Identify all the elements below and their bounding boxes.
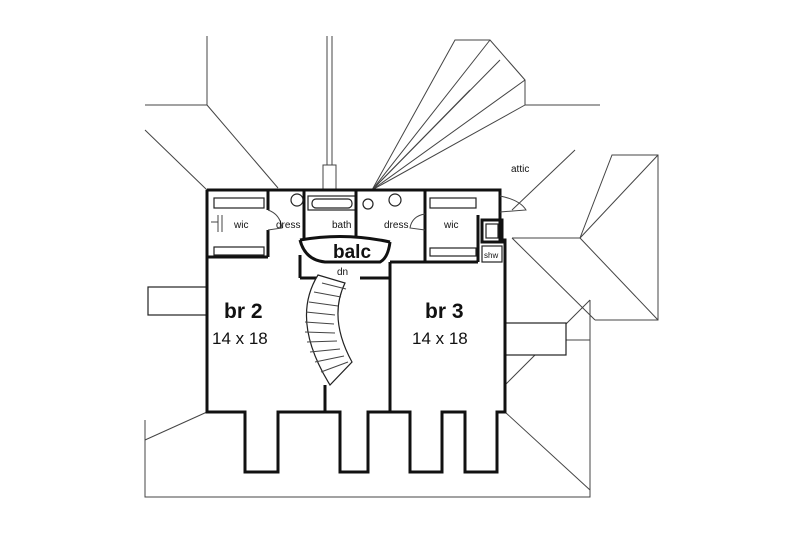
room-br3-size: 14 x 18 [412, 329, 468, 348]
door-swings [211, 209, 426, 232]
label-dress-right: dress [384, 220, 408, 231]
label-balc: balc [333, 242, 371, 263]
label-attic: attic [511, 164, 529, 175]
room-br3-name: br 3 [425, 300, 464, 323]
label-shw: shw [484, 251, 498, 260]
roof-outline [144, 36, 659, 498]
label-wic-right: wic [443, 220, 458, 231]
interior-walls [207, 190, 527, 412]
label-bath: bath [332, 220, 351, 231]
label-dn: dn [337, 267, 348, 278]
room-br2-size: 14 x 18 [212, 329, 268, 348]
label-dress-left: dress [276, 220, 300, 231]
room-br2-name: br 2 [224, 300, 263, 323]
label-wic-left: wic [233, 220, 248, 231]
curved-stair [304, 274, 353, 386]
bump-outs [147, 286, 567, 356]
exterior-walls [205, 188, 507, 474]
